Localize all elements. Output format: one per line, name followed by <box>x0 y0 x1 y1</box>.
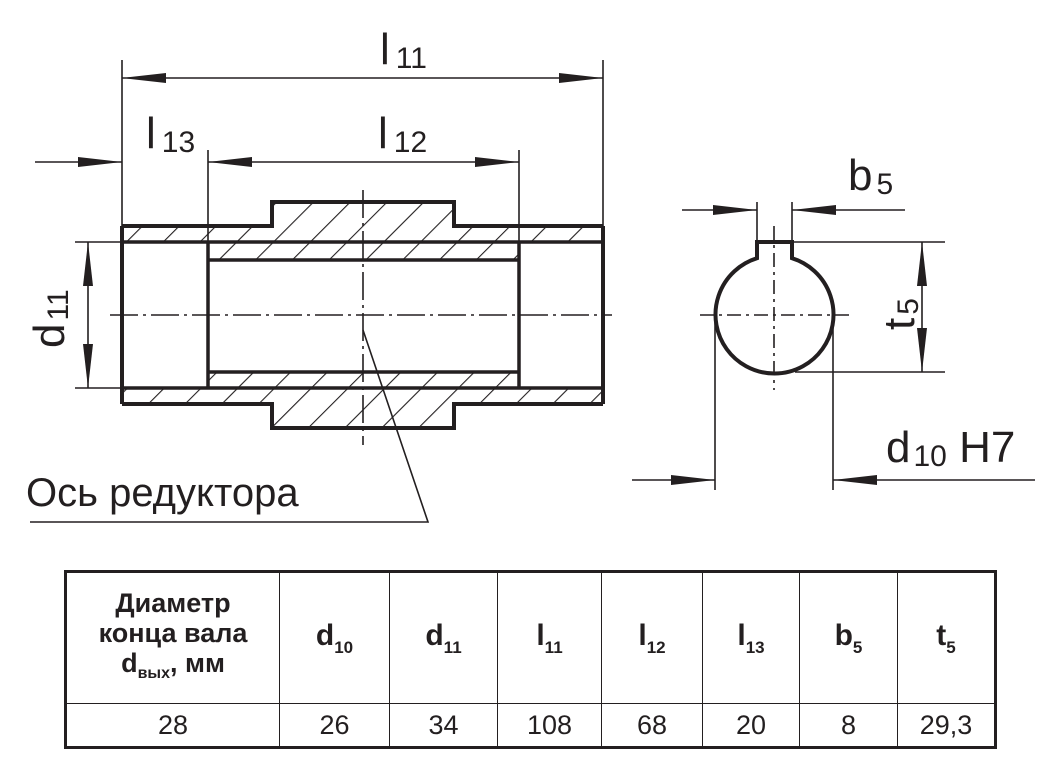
header-d10: d10 <box>279 571 390 704</box>
dimensions-cross <box>632 202 1035 490</box>
axis-label: Ось редуктора <box>26 471 299 515</box>
section-view <box>110 190 612 445</box>
table-row: 28 26 34 108 68 20 8 29,3 <box>65 703 996 748</box>
keyway-bore-outline <box>713 240 836 376</box>
header-t5: t5 <box>897 571 996 704</box>
cell-d11: 34 <box>389 703 498 748</box>
label-d11: d11 <box>25 289 75 348</box>
cell-t5: 29,3 <box>897 703 996 748</box>
cell-l13: 20 <box>702 703 800 748</box>
cross-section-view <box>700 226 850 390</box>
header-l12: l12 <box>601 571 703 704</box>
cell-b5: 8 <box>799 703 898 748</box>
cell-d10: 26 <box>279 703 390 748</box>
header-l13: l13 <box>702 571 800 704</box>
label-t5: t5 <box>875 298 925 330</box>
cell-l12: 68 <box>601 703 703 748</box>
header-d11: d11 <box>389 571 498 704</box>
header-l11: l11 <box>497 571 602 704</box>
header-b5: b5 <box>799 571 898 704</box>
header-shaft-diameter: Диаметр конца вала dвых, мм <box>65 571 280 704</box>
cell-diameter: 28 <box>65 703 280 748</box>
spec-table: Диаметр конца вала dвых, мм d10 d11 l11 … <box>64 570 997 749</box>
axis-leader <box>30 329 430 523</box>
cell-l11: 108 <box>497 703 602 748</box>
dimensions-section <box>30 60 604 523</box>
table-header-row: Диаметр конца вала dвых, мм d10 d11 l11 … <box>65 571 996 704</box>
